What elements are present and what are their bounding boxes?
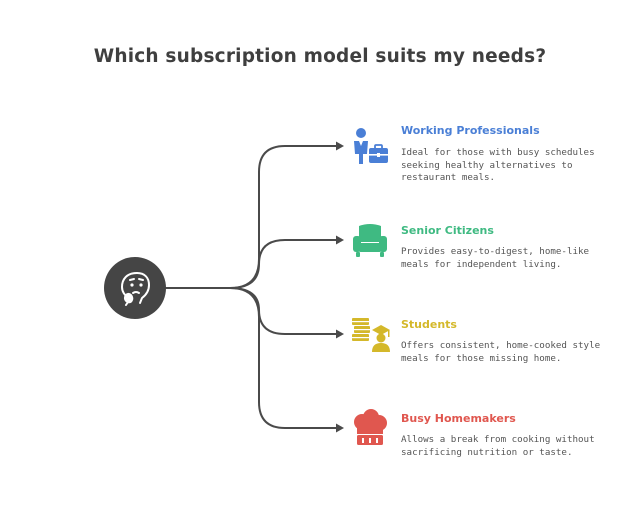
item-description-seniors: Provides easy-to-digest, home-like meals… — [401, 246, 590, 270]
arrowhead-seniors — [336, 235, 344, 245]
item-description-professionals: Ideal for those with busy schedules seek… — [401, 147, 595, 183]
item-title-students: Students — [401, 318, 457, 331]
hub-circle — [104, 257, 166, 319]
arrowhead-homemakers — [336, 423, 344, 433]
item-title-professionals: Working Professionals — [401, 124, 540, 137]
item-title-homemakers: Busy Homemakers — [401, 412, 516, 425]
student-books-icon — [352, 318, 390, 352]
chef-hat-icon — [354, 409, 387, 445]
arrowhead-professionals — [336, 141, 344, 151]
item-title-seniors: Senior Citizens — [401, 224, 494, 237]
diagram-title: Which subscription model suits my needs? — [93, 46, 547, 67]
connector-homemakers — [165, 287, 339, 429]
arrowhead-students — [336, 329, 344, 339]
businessman-briefcase-icon — [354, 128, 388, 164]
armchair-icon — [353, 224, 387, 257]
item-description-students: Offers consistent, home-cooked style mea… — [401, 340, 601, 364]
thinking-face-icon — [121, 272, 150, 306]
item-description-homemakers: Allows a break from cooking without sacr… — [401, 434, 595, 458]
connector-seniors — [165, 239, 339, 289]
connector-professionals — [165, 145, 339, 289]
